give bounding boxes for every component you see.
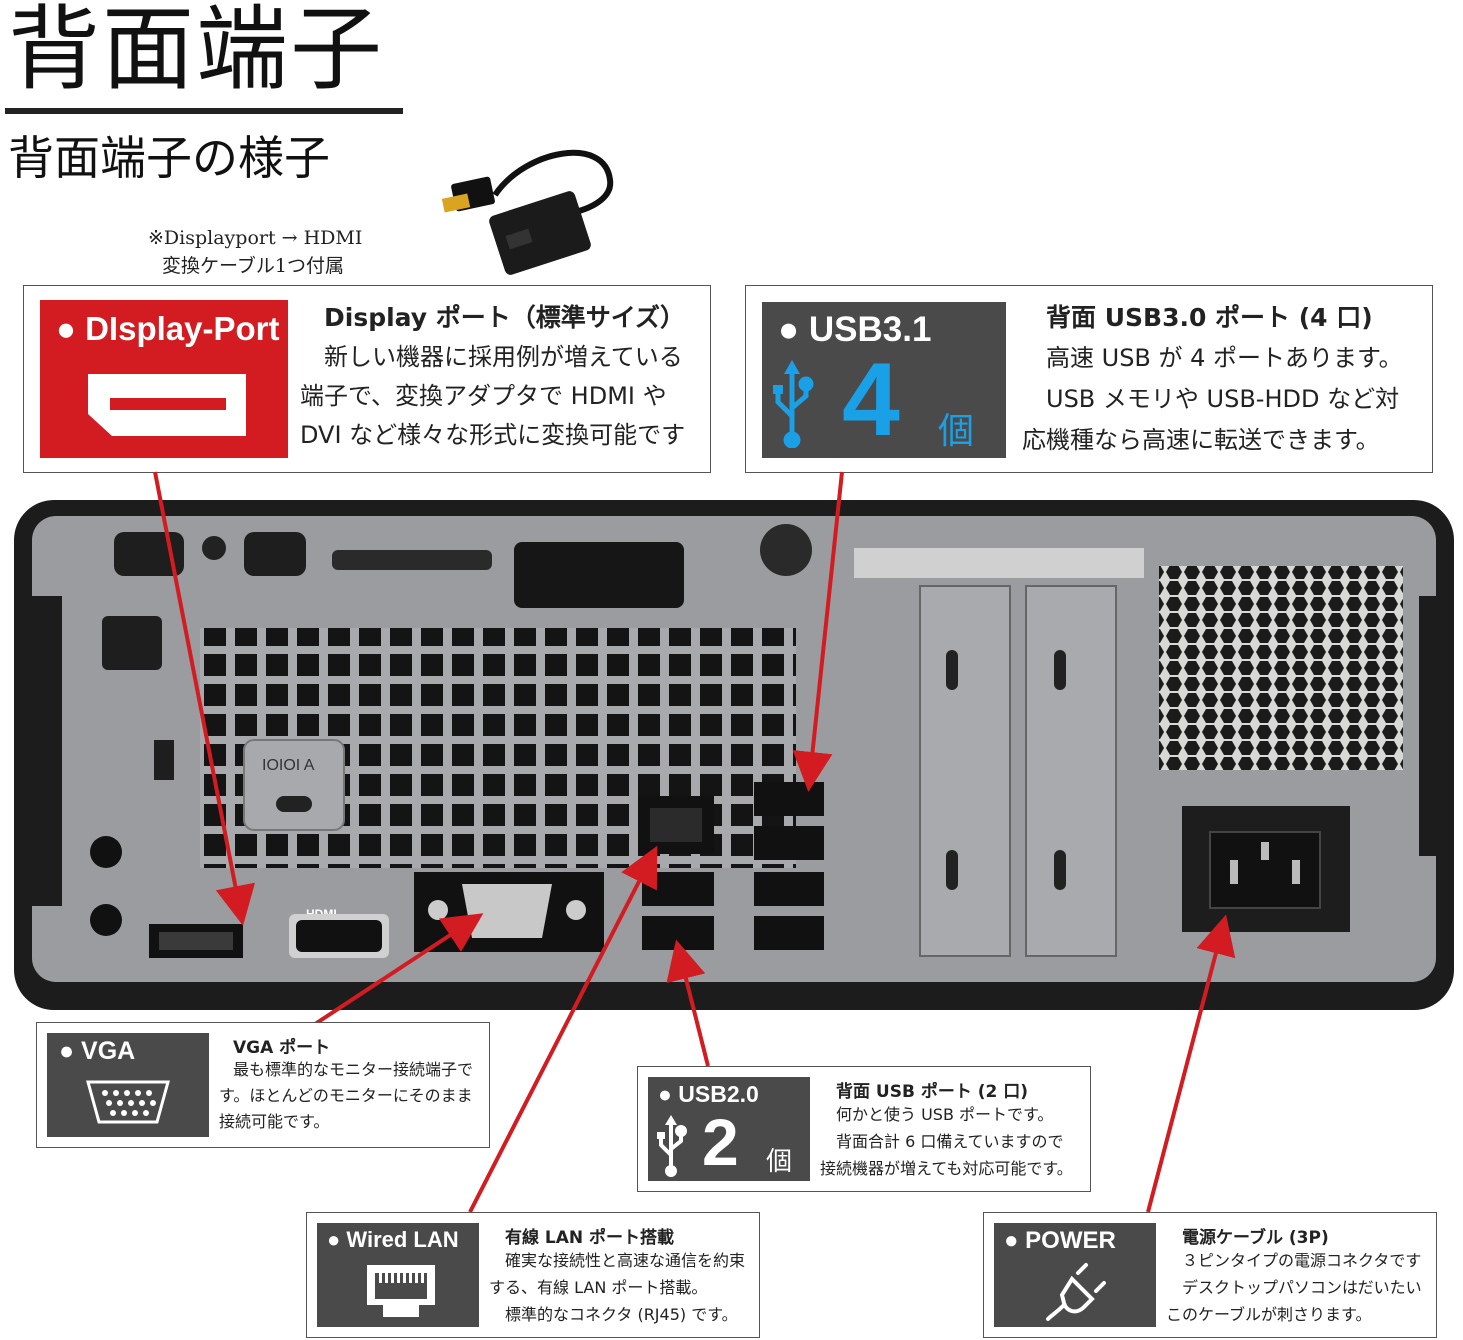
power-title: 電源ケーブル (3P) xyxy=(1182,1228,1329,1248)
displayport-title: Display ポート（標準サイズ） xyxy=(324,303,686,332)
pc-rear-panel-image: IOIOI A HDMI xyxy=(14,500,1454,1010)
usb20-unit: 個 xyxy=(766,1146,793,1176)
power-badge: ● POWER xyxy=(994,1223,1156,1327)
lan-badge-label: ● Wired LAN xyxy=(327,1227,459,1252)
usb20-badge-label: ● USB2.0 xyxy=(658,1081,759,1107)
usb-icon xyxy=(773,360,814,448)
displayport-description: 新しい機器に採用例が増えている 端子で、変換アダプタで HDMI や DVI な… xyxy=(300,338,685,455)
usb20-description: 何かと使う USB ポートです。 背面合計 6 口備えていますので 接続機器が増… xyxy=(820,1101,1073,1182)
usb31-description: 高速 USB が 4 ポートあります。 USB メモリや USB-HDD など対… xyxy=(1022,338,1403,461)
usb31-badge-label: ● USB3.1 xyxy=(778,310,932,349)
usb20-line-1: 何かと使う USB ポートです。 xyxy=(836,1105,1054,1124)
lan-title: 有線 LAN ポート搭載 xyxy=(505,1228,675,1248)
displayport-line-2: 端子で、変換アダプタで HDMI や xyxy=(300,382,667,410)
usb31-info-box: ● USB3.1 4 個 背面 USB3.0 ポート (4 口) 高速 USB … xyxy=(745,285,1433,473)
usb20-title: 背面 USB ポート (2 口) xyxy=(836,1082,1029,1102)
usb31-line-2: USB メモリや USB-HDD など対 xyxy=(1046,385,1400,413)
vga-badge-label: ● VGA xyxy=(59,1037,136,1065)
usb20-count: 2 xyxy=(702,1105,739,1179)
vga-description: 最も標準的なモニター接続端子で す。ほとんどのモニターにそのまま 接続可能です。 xyxy=(219,1057,473,1135)
lan-icon xyxy=(367,1265,435,1317)
displayport-line-1: 新しい機器に採用例が増えている xyxy=(324,343,683,371)
power-description: ３ピンタイプの電源コネクタです デスクトップパソコンはだいたい このケーブルが刺… xyxy=(1166,1247,1422,1328)
power-badge-label: ● POWER xyxy=(1004,1227,1116,1254)
usb-icon xyxy=(657,1115,687,1177)
page-title: 背面端子 xyxy=(8,0,385,103)
power-info-box: ● POWER 電源ケーブル (3P) ３ピンタイプの電源コネクタです デスクト… xyxy=(983,1212,1437,1338)
vga-title: VGA ポート xyxy=(233,1038,331,1058)
lan-line-1: 確実な接続性と高速な通信を約束 xyxy=(505,1251,746,1270)
displayport-badge-label: ● DIsplay-Port xyxy=(56,310,280,347)
page-subtitle: 背面端子の様子 xyxy=(8,131,330,185)
vga-line-2: す。ほとんどのモニターにそのまま xyxy=(219,1086,473,1105)
usb31-unit: 個 xyxy=(938,410,975,451)
displayport-icon xyxy=(88,374,246,436)
dp-hdmi-adapter-image xyxy=(441,149,614,275)
vga-line-3: 接続可能です。 xyxy=(219,1112,330,1131)
usb20-badge: ● USB2.0 2 個 xyxy=(648,1077,810,1181)
vga-badge: ● VGA xyxy=(47,1033,209,1137)
note-line-2: 変換ケーブル1つ付属 xyxy=(162,255,344,277)
note-line-1: ※Displayport → HDMI xyxy=(148,227,363,249)
usb31-count: 4 xyxy=(842,342,900,458)
usb20-line-2: 背面合計 6 口備えていますので xyxy=(836,1132,1064,1151)
power-line-3: このケーブルが刺さります。 xyxy=(1166,1305,1372,1324)
usb31-line-3: 応機種なら高速に転送できます。 xyxy=(1022,426,1380,454)
displayport-badge: ● DIsplay-Port xyxy=(40,300,288,458)
usb20-line-3: 接続機器が増えても対応可能です。 xyxy=(820,1159,1073,1178)
usb20-info-box: ● USB2.0 2 個 背面 USB ポート (2 口) 何かと使う USB … xyxy=(637,1066,1091,1192)
lan-badge: ● Wired LAN xyxy=(317,1223,479,1327)
lan-line-3: 標準的なコネクタ (RJ45) です。 xyxy=(505,1305,738,1324)
lan-description: 確実な接続性と高速な通信を約束 する、有線 LAN ポート搭載。 標準的なコネク… xyxy=(489,1247,745,1328)
vga-info-box: ● VGA VGA ポート 最も標準的なモニター接続端子で す。ほとんどのモニタ… xyxy=(36,1022,490,1148)
power-line-1: ３ピンタイプの電源コネクタです xyxy=(1182,1251,1422,1270)
vga-icon xyxy=(86,1080,170,1124)
title-underline xyxy=(5,108,403,114)
vga-line-1: 最も標準的なモニター接続端子で xyxy=(233,1060,474,1079)
displayport-line-3: DVI など様々な形式に変換可能です xyxy=(300,421,686,449)
accessory-note: ※Displayport → HDMI 変換ケーブル1つ付属 xyxy=(148,224,362,280)
lan-line-2: する、有線 LAN ポート搭載。 xyxy=(489,1278,708,1297)
usb31-title: 背面 USB3.0 ポート (4 口) xyxy=(1046,303,1373,332)
displayport-info-box: ● DIsplay-Port Display ポート（標準サイズ） 新しい機器に… xyxy=(23,285,711,473)
power-line-2: デスクトップパソコンはだいたい xyxy=(1182,1278,1422,1297)
usb31-badge: ● USB3.1 4 個 xyxy=(762,302,1006,458)
power-plug-icon xyxy=(1046,1263,1106,1321)
lan-info-box: ● Wired LAN 有線 LAN ポート搭載 確実な接続性と高速な通信を約束… xyxy=(306,1212,760,1338)
serial-port-label: IOIOI A xyxy=(262,757,315,774)
usb31-line-1: 高速 USB が 4 ポートあります。 xyxy=(1046,344,1403,372)
